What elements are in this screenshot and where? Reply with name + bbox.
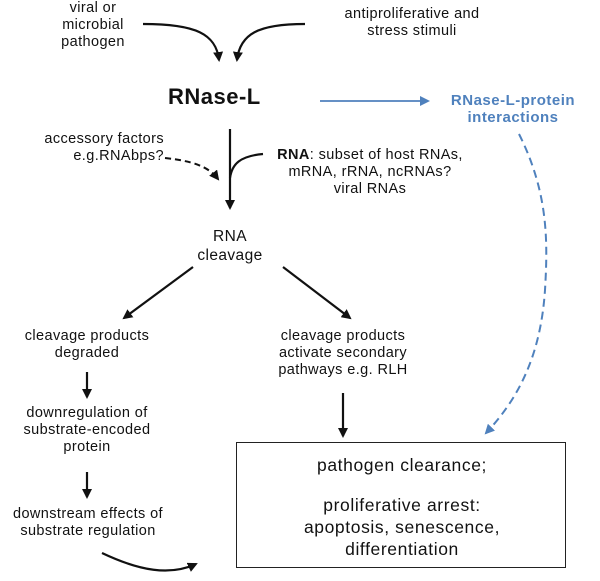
node-downregulation: downregulation of substrate-encoded prot… (23, 405, 151, 455)
outcome-line-4: differentiation (345, 539, 459, 559)
node-products-degraded: cleavage products degraded (24, 328, 150, 361)
outcome-box: pathogen clearance; proliferative arrest… (236, 442, 566, 568)
outcome-line-3: apoptosis, senescence, (303, 517, 501, 537)
node-rnase-l: RNase-L (168, 84, 261, 109)
arrow-stimuli-to-rnase (232, 22, 306, 62)
node-protein-interactions: RNase-L-protein interactions (450, 92, 576, 126)
arrow-accessory-factors (164, 157, 220, 181)
arrow-downstream-to-outcome (101, 552, 198, 572)
node-rna-substrates: RNA: subset of host RNAs, mRNA, rRNA, nc… (277, 147, 463, 197)
rna-bold-label: RNA (277, 147, 310, 163)
arrow-cleavage-to-degraded (122, 266, 194, 320)
outcome-line-2: proliferative arrest: (323, 495, 481, 515)
arrow-pathogen-to-rnase (142, 22, 224, 62)
node-rna-cleavage: RNA cleavage (197, 228, 263, 264)
arrow-interactions-to-outcome (484, 133, 548, 435)
node-accessory-factors: accessory factors e.g.RNAbps? (44, 131, 164, 164)
outcome-line-1: pathogen clearance; (317, 455, 487, 475)
node-viral-pathogen: viral or microbial pathogen (61, 0, 125, 50)
arrow-cleavage-to-activate (282, 266, 352, 320)
rna-substrate-curve (228, 152, 264, 179)
node-products-activate: cleavage products activate secondary pat… (278, 328, 408, 378)
node-antiproliferative-stimuli: antiproliferative and stress stimuli (344, 6, 480, 39)
node-downstream-effects: downstream effects of substrate regulati… (13, 506, 163, 539)
